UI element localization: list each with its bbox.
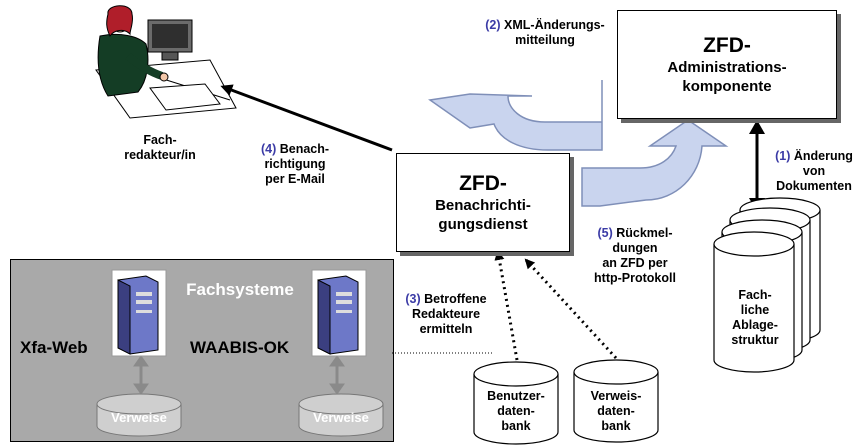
server-icon-1	[111, 269, 167, 357]
ablage-label: Fach- liche Ablage- struktur	[720, 288, 790, 348]
step1-line2: von	[802, 164, 826, 178]
zfd-admin-box: ZFD- Administrations- komponente	[617, 10, 837, 119]
ablage-line3: Ablage-	[732, 318, 778, 332]
zfd-benach-line1: ZFD-	[459, 171, 507, 195]
ablage-line1: Fach-	[738, 288, 772, 302]
verweis-db-line1: Verweis-	[590, 389, 642, 403]
zfd-admin-line3: komponente	[682, 77, 772, 95]
fachsysteme-title: Fachsysteme	[186, 280, 294, 299]
step4-line2: richtigung	[264, 157, 326, 171]
server-icon-2	[311, 269, 367, 357]
step2-label: (2) XML-Änderungs- mitteilung	[470, 18, 620, 48]
zfd-admin-line1: ZFD-	[703, 33, 751, 57]
step3-label: (3) Betroffene Redakteure ermitteln	[396, 292, 496, 337]
step5-line4: http-Protokoll	[594, 271, 676, 285]
step4-line3: per E-Mail	[265, 172, 325, 186]
step1-line3: Dokumenten	[776, 179, 852, 193]
step1-num: (1)	[775, 149, 791, 163]
arrow-xml-aenderung	[428, 80, 603, 151]
step2-line1: XML-Änderungs-	[504, 18, 605, 32]
step1-line1: Änderung	[793, 149, 853, 163]
step3-line2: Redakteure	[411, 307, 481, 321]
step2-num: (2)	[485, 18, 501, 32]
fachredakteur-label: Fach- redakteur/in	[110, 133, 210, 163]
ablage-line4: struktur	[731, 333, 779, 347]
verweise-label-1: Verweise	[111, 410, 167, 425]
verweis-db-label: Verweis- daten- bank	[574, 389, 658, 434]
zfd-benach-line2: Benachrichti-	[435, 196, 531, 214]
step5-label: (5) Rückmel- dungen an ZFD per http-Prot…	[576, 226, 694, 286]
benutzer-db-line2: daten-	[497, 404, 535, 418]
fachredakteur-line2: redakteur/in	[124, 148, 196, 162]
step4-num: (4)	[260, 142, 277, 156]
ablage-line2: liche	[740, 303, 770, 317]
verweis-db-line2: daten-	[597, 404, 635, 418]
db-link-arrow-2	[329, 355, 345, 395]
db-link-arrow-1	[133, 355, 149, 395]
fachredakteur-line1: Fach-	[143, 133, 177, 147]
verweise-cylinder-1	[96, 393, 182, 437]
benutzer-db-line1: Benutzer-	[487, 389, 545, 403]
verweis-db-line3: bank	[601, 419, 631, 433]
step5-num: (5)	[597, 226, 613, 240]
step4-label: (4) Benach- richtigung per E-Mail	[240, 142, 350, 187]
step3-num: (3)	[405, 292, 421, 306]
fachredakteur-icon	[95, 5, 237, 119]
step2-line2: mitteilung	[515, 33, 575, 47]
step5-line1: Rückmel-	[616, 226, 673, 240]
zfd-admin-line2: Administrations-	[667, 58, 787, 76]
step5-line3: an ZFD per	[602, 256, 668, 270]
step1-label: (1) Änderung von Dokumenten	[762, 149, 866, 194]
step3-line1: Betroffene	[424, 292, 487, 306]
system-waabis-ok: WAABIS-OK	[190, 338, 290, 357]
step5-line2: dungen	[612, 241, 658, 255]
ablage-cylinder-stack	[713, 197, 821, 373]
system-xfa-web: Xfa-Web	[20, 338, 88, 357]
zfd-benach-line3: gungsdienst	[438, 215, 528, 233]
benutzer-db-label: Benutzer- daten- bank	[474, 389, 558, 434]
verweis-db-cylinder	[573, 359, 659, 443]
arrow-rueckmeldung	[581, 119, 729, 207]
benutzer-db-cylinder	[473, 361, 559, 445]
zfd-benach-box: ZFD- Benachrichti- gungsdienst	[396, 153, 570, 252]
verweise-cylinder-2	[298, 393, 384, 437]
verweise-label-2: Verweise	[313, 410, 369, 425]
step4-line1: Benach-	[279, 142, 330, 156]
benutzer-db-line3: bank	[501, 419, 531, 433]
step3-line3: ermitteln	[419, 322, 473, 336]
